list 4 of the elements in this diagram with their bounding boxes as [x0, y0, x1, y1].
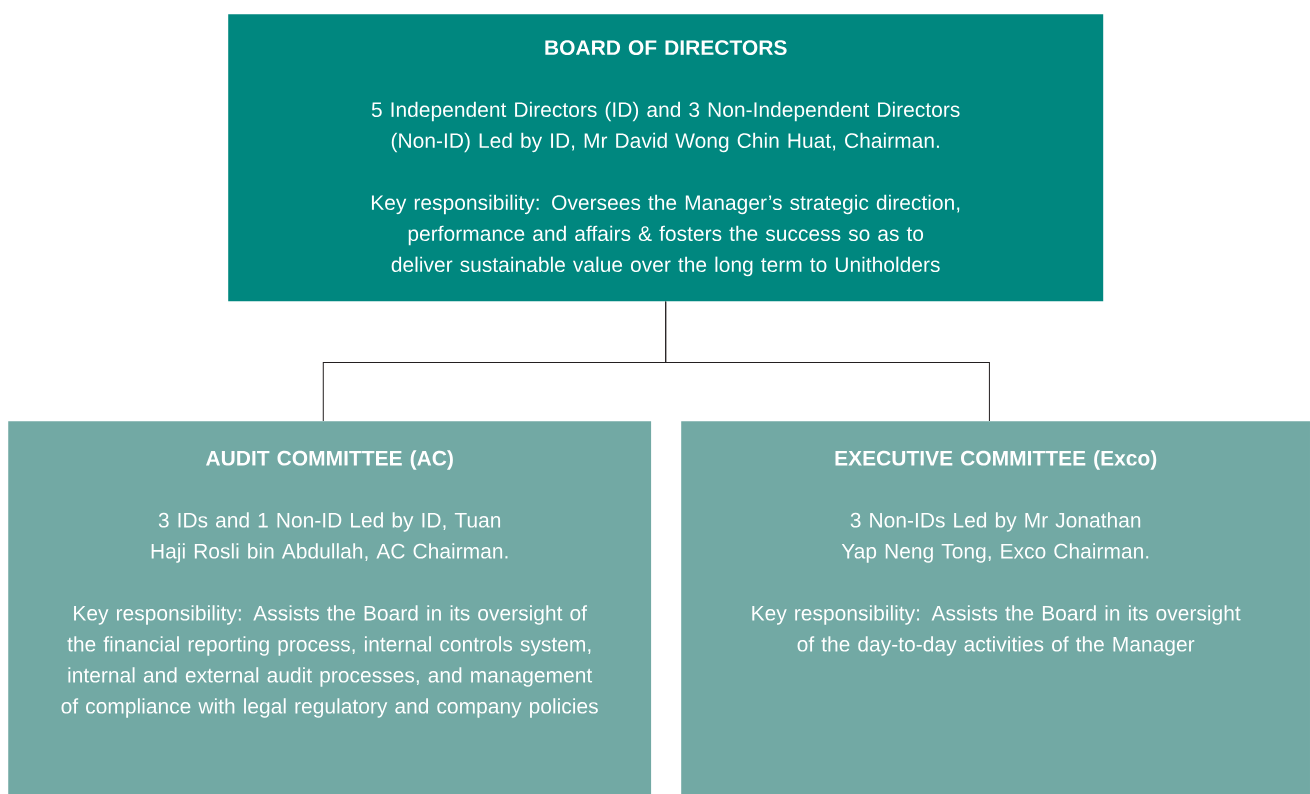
connector-line [665, 300, 990, 422]
org-box: BOARD OF DIRECTORS 5 Independent Directors (ID) and 3 Non-Independent Directors (Non-ID) Led by ID, Mr David Wong Chin Huat, Chairman. Key responsibility: Oversees the Manager’s strategic direction, performance and affairs & fosters the success so as to deliver sustainable value over the long term to Unitholders [228, 14, 1104, 302]
org-box: AUDIT COMMITTEE (AC) 3 IDs and 1 Non-ID Led by ID, Tuan Haji Rosli bin Abdullah, AC Chairman. Key responsibility: Assists the Board in its oversight of the financial reporting process, internal controls system, internal and external audit processes, and management of compliance with legal regulatory and company policies [8, 421, 652, 794]
org-box: EXECUTIVE COMMITTEE (Exco) 3 Non-IDs Led by Mr Jonathan Yap Neng Tong, Exco Chairman. Key responsibility: Assists the Board in its oversight of the day-to-day activities of the Manager [681, 421, 1310, 794]
